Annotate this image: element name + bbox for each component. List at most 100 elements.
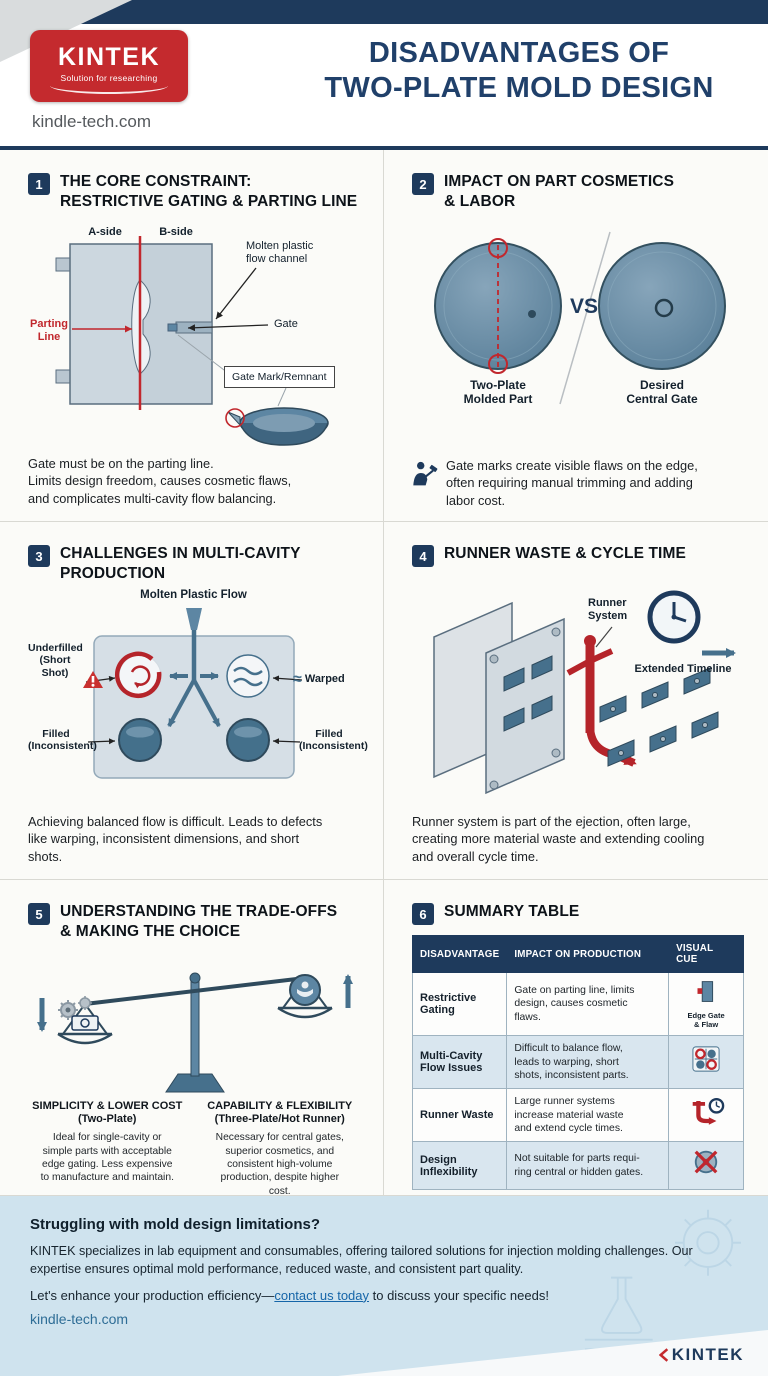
cta-pre-text: Let's enhance your production efficiency… [30, 1287, 275, 1303]
flow-channel-label: Molten plastic flow channel [246, 239, 314, 266]
multi-cavity-art [83, 607, 303, 779]
row-impact: Not suitable for parts requi- ring centr… [506, 1141, 670, 1191]
kintek-logo-text: KINTEK [57, 43, 161, 71]
main-content: 1 THE CORE CONSTRAINT: RESTRICTIVE GATIN… [0, 150, 768, 1198]
cue-label: Edge Gate & Flaw [687, 1011, 725, 1029]
summary-table-header-row: DISADVANTAGE IMPACT ON PRODUCTION VISUAL… [411, 935, 744, 973]
section-4-badge: 4 [412, 545, 434, 567]
site-url[interactable]: kindle-tech.com [32, 112, 152, 131]
extended-timeline-label: Extended Timeline [634, 663, 732, 675]
section-core-constraint: 1 THE CORE CONSTRAINT: RESTRICTIVE GATIN… [0, 150, 384, 522]
footer-cta: Let's enhance your production efficiency… [30, 1288, 738, 1303]
row-cue [668, 1035, 744, 1090]
section-multi-cavity: 3 CHALLENGES IN MULTI-CAVITY PRODUCTION [0, 522, 384, 880]
edge-gate-icon [697, 981, 714, 1002]
section-1-caption: Gate must be on the parting line. Limits… [28, 455, 292, 506]
header-top-band [0, 0, 768, 24]
section-5-title: UNDERSTANDING THE TRADE-OFFS & MAKING TH… [60, 903, 338, 940]
multi-cavity-diagram: Molten Plastic Flow Underfilled (Short S… [28, 589, 368, 810]
gears-icon [58, 995, 92, 1020]
section-2-caption-row: Gate marks create visible flaws on the e… [410, 457, 750, 509]
kintek-chevron-icon [658, 1348, 668, 1362]
no-central-gate-icon [694, 1150, 718, 1174]
a-side-label: A-side [88, 225, 122, 238]
tradeoff-right-heading: CAPABILITY & FLEXIBILITY (Three-Plate/Ho… [207, 1099, 353, 1126]
filled-right-label: Filled (Inconsistent) [299, 727, 368, 753]
section-tradeoffs: 5 UNDERSTANDING THE TRADE-OFFS & MAKING … [0, 880, 384, 1198]
kintek-logo: KINTEK Solution for researching [30, 30, 188, 102]
section-1-title: THE CORE CONSTRAINT: RESTRICTIVE GATING … [60, 173, 358, 210]
kintek-footer-logo-text: KINTEK [671, 1345, 744, 1364]
footer-heading: Struggling with mold design limitations? [30, 1216, 320, 1233]
balance-scale-diagram [28, 946, 359, 1096]
section-summary-table: 6 SUMMARY TABLE DISADVANTAGE IMPACT ON P… [384, 880, 768, 1196]
section-3-badge: 3 [28, 545, 50, 567]
mold-cross-section-diagram: A-side B-side Molten plastic flow channe… [28, 218, 359, 452]
contact-link[interactable]: contact us today [274, 1287, 370, 1303]
row-cue [668, 1141, 744, 1191]
row-impact: Large runner systems increase material w… [506, 1088, 670, 1143]
row-name: Runner Waste [411, 1088, 508, 1143]
molten-flow-label: Molten Plastic Flow [140, 588, 247, 601]
table-row: Runner Waste Large runner systems increa… [411, 1088, 744, 1143]
runner-system-art [433, 590, 736, 795]
section-4-title: RUNNER WASTE & CYCLE TIME [444, 545, 686, 562]
logo-swoosh-line [50, 84, 168, 94]
gate-mark-label: Gate Mark/Remnant [224, 365, 335, 389]
section-5-badge: 5 [28, 903, 50, 925]
tradeoff-right: CAPABILITY & FLEXIBILITY (Three-Plate/Ho… [201, 1100, 360, 1198]
runner-clock-icon [692, 1098, 725, 1125]
part-comparison-art [434, 231, 726, 404]
col-disadvantage: DISADVANTAGE [411, 935, 508, 973]
section-6-title: SUMMARY TABLE [444, 903, 580, 920]
page-title: DISADVANTAGES OF TWO-PLATE MOLD DESIGN [324, 37, 714, 105]
table-row: Restrictive Gating Gate on parting line,… [411, 971, 744, 1037]
col-visual-cue: VISUAL CUE [668, 935, 744, 973]
runner-system-label: Runner System [588, 597, 628, 623]
kintek-logo-tagline: Solution for researching [60, 73, 158, 83]
tradeoff-left-text: Ideal for single-cavity or simple parts … [40, 1132, 174, 1184]
runner-system-diagram: Runner System Extended Timeline [412, 575, 744, 807]
multi-cavity-icon [692, 1046, 720, 1072]
balance-scale-art [37, 972, 353, 1093]
section-2-badge: 2 [412, 173, 434, 195]
footer-body: KINTEK specializes in lab equipment and … [30, 1244, 693, 1277]
underfilled-label: Underfilled (Short Shot) [28, 641, 83, 680]
money-icon [71, 1014, 99, 1031]
tradeoff-left: SIMPLICITY & LOWER COST (Two-Plate) Idea… [28, 1100, 187, 1198]
tradeoff-labels: SIMPLICITY & LOWER COST (Two-Plate) Idea… [28, 1100, 359, 1198]
section-2-title: IMPACT ON PART COSMETICS & LABOR [444, 173, 675, 210]
row-impact: Difficult to balance flow, leads to warp… [506, 1035, 670, 1090]
row-name: Multi-Cavity Flow Issues [411, 1035, 508, 1090]
worker-trimming-icon [413, 461, 438, 486]
kintek-footer-logo: KINTEK [658, 1345, 744, 1365]
section-3-title: CHALLENGES IN MULTI-CAVITY PRODUCTION [60, 545, 301, 582]
section-2-caption: Gate marks create visible flaws on the e… [446, 457, 698, 508]
vs-label: VS [570, 294, 599, 318]
warped-label: ≈ Warped [293, 670, 359, 690]
central-gate-label: Desired Central Gate [626, 377, 698, 407]
section-runner-waste: 4 RUNNER WASTE & CYCLE TIME [384, 522, 768, 880]
two-plate-part-label: Two-Plate Molded Part [463, 377, 533, 407]
filled-left-label: Filled (Inconsistent) [28, 727, 97, 753]
cta-post-text: to discuss your specific needs! [369, 1287, 549, 1303]
part-comparison-diagram: VS Two-Plate Molded Part Desired Central… [412, 222, 744, 414]
gate-label: Gate [274, 317, 298, 330]
row-cue [668, 1088, 744, 1143]
section-3-caption: Achieving balanced flow is difficult. Le… [28, 813, 323, 864]
mold-diagram-art [55, 235, 329, 446]
footer-site-link[interactable]: kindle-tech.com [30, 1310, 129, 1327]
row-cue: Edge Gate & Flaw [668, 971, 744, 1037]
row-impact: Gate on parting line, limits design, cau… [506, 971, 670, 1037]
b-side-label: B-side [159, 225, 193, 238]
warning-icon [83, 670, 103, 688]
summary-table: DISADVANTAGE IMPACT ON PRODUCTION VISUAL… [411, 935, 744, 1191]
approx-icon: ≈ [293, 670, 302, 688]
section-1-badge: 1 [28, 173, 50, 195]
row-name: Design Inflexibility [411, 1141, 508, 1191]
header: KINTEK Solution for researching kindle-t… [0, 0, 768, 150]
tradeoff-right-text: Necessary for central gates, superior co… [215, 1132, 344, 1197]
row-name: Restrictive Gating [411, 971, 508, 1037]
warped-label-text: Warped [304, 672, 345, 685]
